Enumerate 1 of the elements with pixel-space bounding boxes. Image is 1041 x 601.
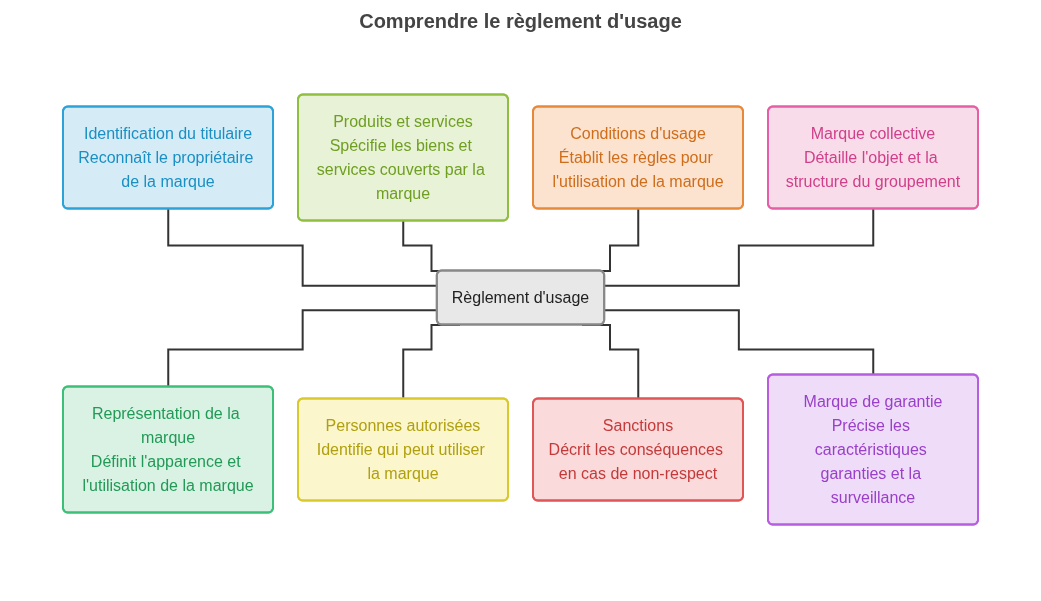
diagram-title: Comprendre le règlement d'usage: [358, 10, 683, 33]
